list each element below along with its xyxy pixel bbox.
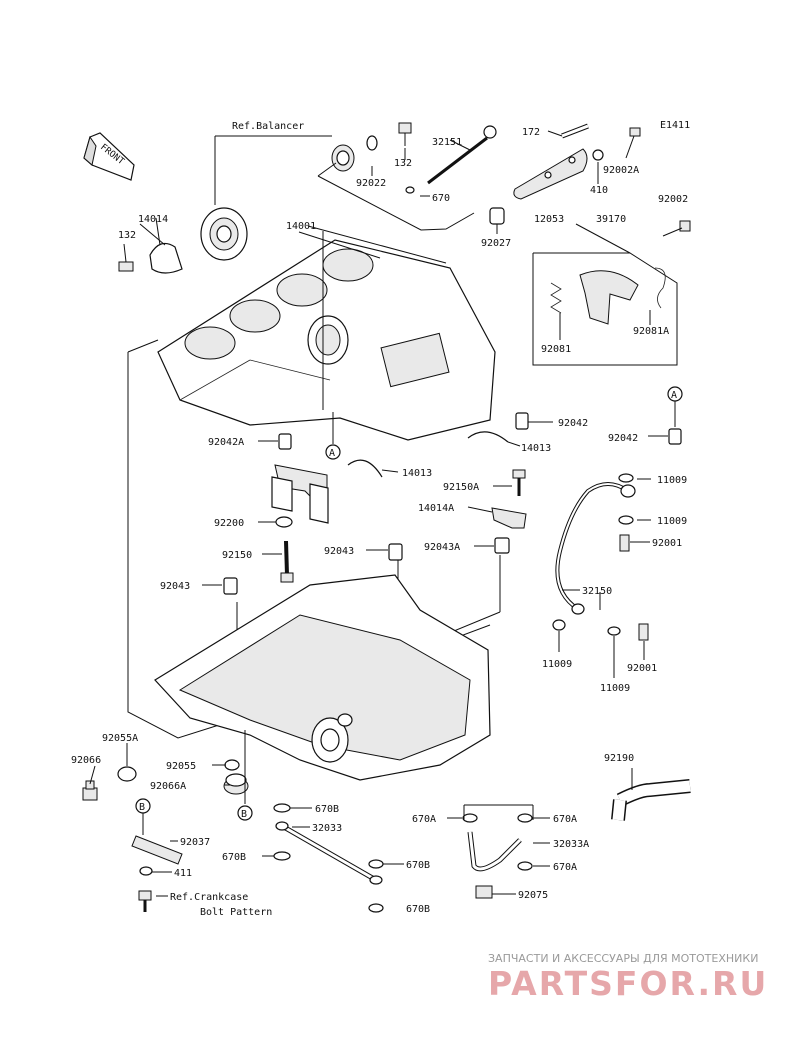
part-label: 92042 (608, 433, 638, 444)
part-label: 670B (406, 904, 430, 915)
part-label: 92001 (652, 538, 682, 549)
part-label: 92043 (324, 546, 354, 557)
part-label: 92027 (481, 238, 511, 249)
part-label: 92042 (558, 418, 588, 429)
part-label: 14001 (286, 221, 316, 232)
part-label: 39170 (596, 214, 626, 225)
part-label: 132 (394, 158, 412, 169)
part-label: 670B (315, 804, 339, 815)
part-label: 12053 (534, 214, 564, 225)
balancer-bearing (200, 207, 248, 261)
part-label: 11009 (600, 683, 630, 694)
callout-a-right: A (667, 386, 683, 402)
watermark: ЗАПЧАСТИ И АКСЕССУАРЫ ДЛЯ МОТОТЕХНИКИ PA… (488, 952, 768, 1003)
part-label: 670B (222, 852, 246, 863)
part-label: 670 (432, 193, 450, 204)
tensioner-box (532, 223, 678, 366)
part-label: 92200 (214, 518, 244, 529)
watermark-brand: PARTSFOR.RU (488, 964, 768, 1003)
hose-92190 (611, 779, 691, 821)
part-label: 92002A (603, 165, 639, 176)
oil-pipe-32150 (555, 482, 636, 615)
svg-text:A: A (329, 448, 335, 459)
part-label: 11009 (657, 516, 687, 527)
bolt-92150A (512, 469, 526, 496)
upper-crankcase (157, 239, 496, 441)
part-label: 92075 (518, 890, 548, 901)
part-label: 92002 (658, 194, 688, 205)
pipe-32033A (467, 831, 522, 872)
part-label: 32033A (553, 839, 589, 850)
needle-bearing (331, 144, 355, 172)
part-label: 14014A (418, 503, 454, 514)
part-label: 92037 (180, 837, 210, 848)
part-label: 32151 (432, 137, 462, 148)
part-label: 32033 (312, 823, 342, 834)
bolt-ref-crankcase (138, 890, 152, 912)
part-label: 670B (406, 860, 430, 871)
bolt-92002A (625, 127, 641, 159)
diagram-code: E1411 (660, 120, 690, 131)
bolt-132-left (118, 243, 134, 272)
part-label: 92001 (627, 663, 657, 674)
bolt-pattern-label: Bolt Pattern (200, 907, 272, 918)
rod-32151 (405, 125, 497, 194)
part-label: 92190 (604, 753, 634, 764)
part-label: 670A (553, 814, 577, 825)
part-label: 92055A (102, 733, 138, 744)
plate-92037 (131, 835, 183, 865)
part-label: 92066A (150, 781, 186, 792)
part-label: 92043 (160, 581, 190, 592)
part-label: 14013 (402, 468, 432, 479)
part-label: 92042A (208, 437, 244, 448)
part-label: 11009 (657, 475, 687, 486)
front-arrow-icon: FRONT (83, 132, 135, 181)
svg-text:A: A (671, 390, 677, 401)
part-label: 14013 (521, 443, 551, 454)
part-label: 92081 (541, 344, 571, 355)
part-label: 32150 (582, 586, 612, 597)
part-label: 92022 (356, 178, 386, 189)
callout-b-plate: B (135, 798, 151, 814)
lower-crankcase (154, 574, 491, 781)
part-label: 92066 (71, 755, 101, 766)
part-labels: 14001 14014 132 132 32151 92022 670 172 … (71, 127, 688, 918)
bolt-92150 (280, 540, 294, 583)
watermark-tagline: ЗАПЧАСТИ И АКСЕССУАРЫ ДЛЯ МОТОТЕХНИКИ (488, 952, 758, 965)
pin-172 (561, 123, 589, 139)
chain-guide (513, 148, 588, 200)
ref-crankcase-label: Ref.Crankcase (170, 892, 248, 903)
part-label: 92043A (424, 542, 460, 553)
bearing-caps (271, 464, 329, 524)
part-label: 11009 (542, 659, 572, 670)
callout-b-crankcase: B (237, 805, 253, 821)
part-label: 92081A (633, 326, 669, 337)
part-label: 92150A (443, 482, 479, 493)
clamp-92075 (475, 885, 493, 899)
part-label: 670A (553, 862, 577, 873)
part-label: 411 (174, 868, 192, 879)
bolt-132-top (398, 122, 412, 146)
plug-92066 (82, 780, 98, 801)
part-label: 14014 (138, 214, 168, 225)
svg-text:B: B (139, 802, 145, 813)
part-label: 172 (522, 127, 540, 138)
svg-text:B: B (241, 809, 247, 820)
part-label: 132 (118, 230, 136, 241)
pipe-32033 (275, 821, 383, 885)
part-label: 410 (590, 185, 608, 196)
ref-balancer-label: Ref.Balancer (232, 121, 304, 132)
part-label: 92150 (222, 550, 252, 561)
callout-a-upper: A (325, 444, 341, 460)
plug-92066A (223, 773, 249, 795)
part-label: 92055 (166, 761, 196, 772)
bolt-92002 (662, 220, 691, 237)
part-label: 670A (412, 814, 436, 825)
